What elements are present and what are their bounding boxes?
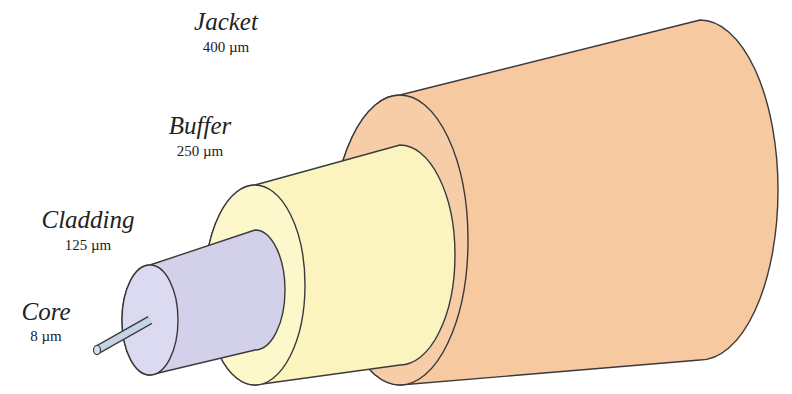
cladding-body xyxy=(122,230,285,375)
core-rod xyxy=(97,320,151,351)
part-name: Jacket xyxy=(194,8,258,36)
core-face xyxy=(94,345,101,354)
dimension-label: 400 µm xyxy=(203,39,250,56)
part-name: Core xyxy=(21,298,70,326)
part-name: Buffer xyxy=(169,112,232,140)
part-name: Cladding xyxy=(41,206,134,234)
core-rod-outline xyxy=(97,320,150,350)
dimension-label: 250 µm xyxy=(177,143,224,160)
dimension-label: 125 µm xyxy=(65,237,112,254)
dimension-label: 8 µm xyxy=(30,328,62,345)
